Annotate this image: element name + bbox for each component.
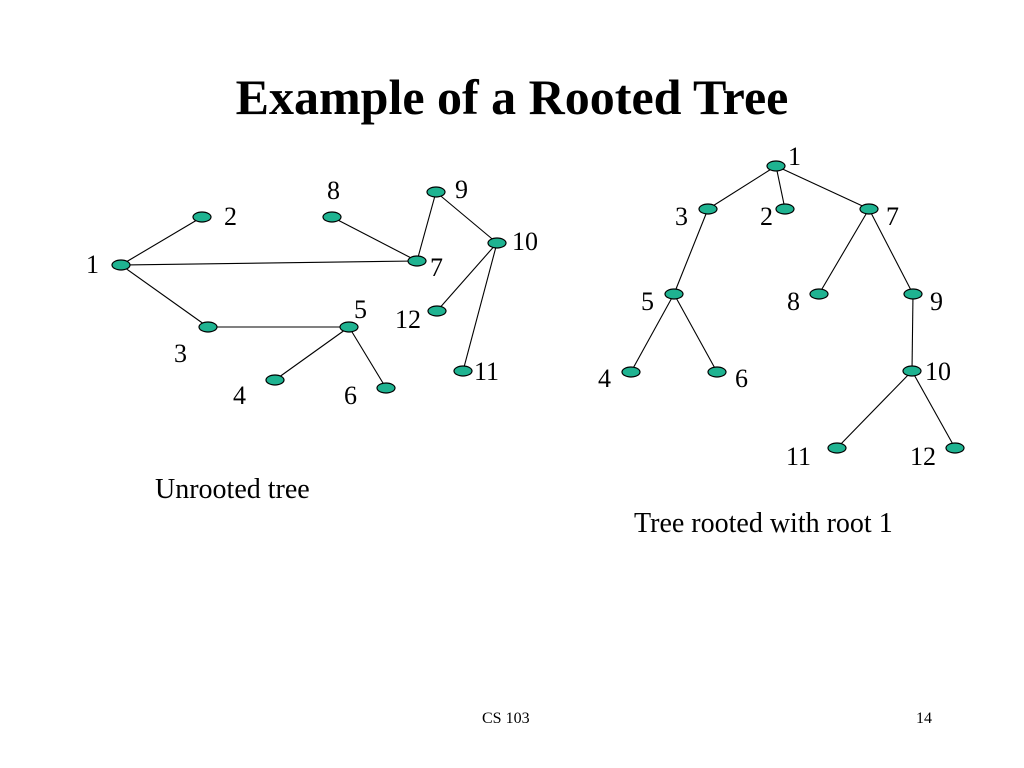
rooted-node-5	[664, 288, 684, 300]
rooted-node-9	[903, 288, 923, 300]
unrooted-node-label-8: 8	[327, 176, 340, 205]
unrooted-edge-10-11	[462, 242, 498, 372]
rooted-node-2	[775, 203, 795, 215]
rooted-edge-9-10	[911, 293, 914, 372]
unrooted-node-label-12: 12	[395, 305, 421, 334]
rooted-node-label-8: 8	[787, 287, 800, 316]
rooted-edge-1-2	[775, 165, 786, 210]
unrooted-node-12	[427, 305, 447, 317]
rooted-node-label-1: 1	[788, 142, 801, 171]
rooted-edge-7-9	[868, 208, 914, 295]
rooted-node-12	[945, 442, 965, 454]
unrooted-node-label-4: 4	[233, 381, 246, 410]
rooted-edge-7-8	[818, 208, 870, 295]
unrooted-edge-5-4	[274, 326, 350, 381]
rooted-node-label-5: 5	[641, 287, 654, 316]
rooted-edge-10-12	[911, 370, 956, 449]
rooted-node-label-12: 12	[910, 442, 936, 471]
unrooted-node-label-6: 6	[344, 381, 357, 410]
rooted-node-label-2: 2	[760, 202, 773, 231]
unrooted-node-label-3: 3	[174, 339, 187, 368]
rooted-node-3	[698, 203, 718, 215]
rooted-node-label-6: 6	[735, 364, 748, 393]
unrooted-node-label-2: 2	[224, 202, 237, 231]
rooted-node-7	[859, 203, 879, 215]
unrooted-node-label-11: 11	[474, 357, 499, 386]
rooted-node-label-10: 10	[925, 357, 951, 386]
footer-course: CS 103	[482, 710, 530, 727]
unrooted-node-5	[339, 321, 359, 333]
rooted-node-label-9: 9	[930, 287, 943, 316]
unrooted-node-label-1: 1	[86, 250, 99, 279]
footer-page-number: 14	[916, 710, 932, 727]
unrooted-node-9	[426, 186, 446, 198]
rooted-edge-5-6	[673, 293, 718, 373]
rooted-node-1	[766, 160, 786, 172]
unrooted-node-10	[487, 237, 507, 249]
rooted-node-10	[902, 365, 922, 377]
unrooted-edge-1-2	[120, 216, 203, 266]
unrooted-node-11	[453, 365, 473, 377]
rooted-node-4	[621, 366, 641, 378]
unrooted-node-3	[198, 321, 218, 333]
unrooted-node-1	[111, 259, 131, 271]
unrooted-edge-1-3	[120, 264, 209, 328]
rooted-tree-caption: Tree rooted with root 1	[634, 508, 893, 539]
unrooted-node-6	[376, 382, 396, 394]
rooted-node-label-3: 3	[675, 202, 688, 231]
slide-title: Example of a Rooted Tree	[235, 69, 789, 125]
rooted-edge-3-5	[673, 208, 709, 295]
unrooted-node-2	[192, 211, 212, 223]
rooted-node-label-4: 4	[598, 364, 611, 393]
unrooted-node-label-7: 7	[430, 253, 443, 282]
unrooted-node-label-10: 10	[512, 227, 538, 256]
unrooted-edge-5-6	[348, 326, 387, 389]
unrooted-tree-caption: Unrooted tree	[155, 474, 310, 505]
rooted-edge-1-3	[707, 165, 777, 210]
unrooted-edge-8-7	[331, 216, 418, 262]
rooted-node-label-11: 11	[786, 442, 811, 471]
rooted-node-label-7: 7	[886, 202, 899, 231]
unrooted-node-4	[265, 374, 285, 386]
unrooted-node-7	[407, 255, 427, 267]
unrooted-node-8	[322, 211, 342, 223]
rooted-edge-5-4	[630, 293, 675, 373]
rooted-node-6	[707, 366, 727, 378]
rooted-node-11	[827, 442, 847, 454]
unrooted-node-label-9: 9	[455, 175, 468, 204]
unrooted-edge-7-9	[416, 191, 437, 262]
unrooted-edge-1-7	[120, 260, 418, 266]
rooted-node-8	[809, 288, 829, 300]
rooted-edge-10-11	[836, 370, 913, 449]
unrooted-edge-10-12	[436, 242, 498, 312]
unrooted-edge-9-10	[435, 191, 498, 244]
unrooted-node-label-5: 5	[354, 295, 367, 324]
rooted-edge-1-7	[775, 165, 870, 210]
